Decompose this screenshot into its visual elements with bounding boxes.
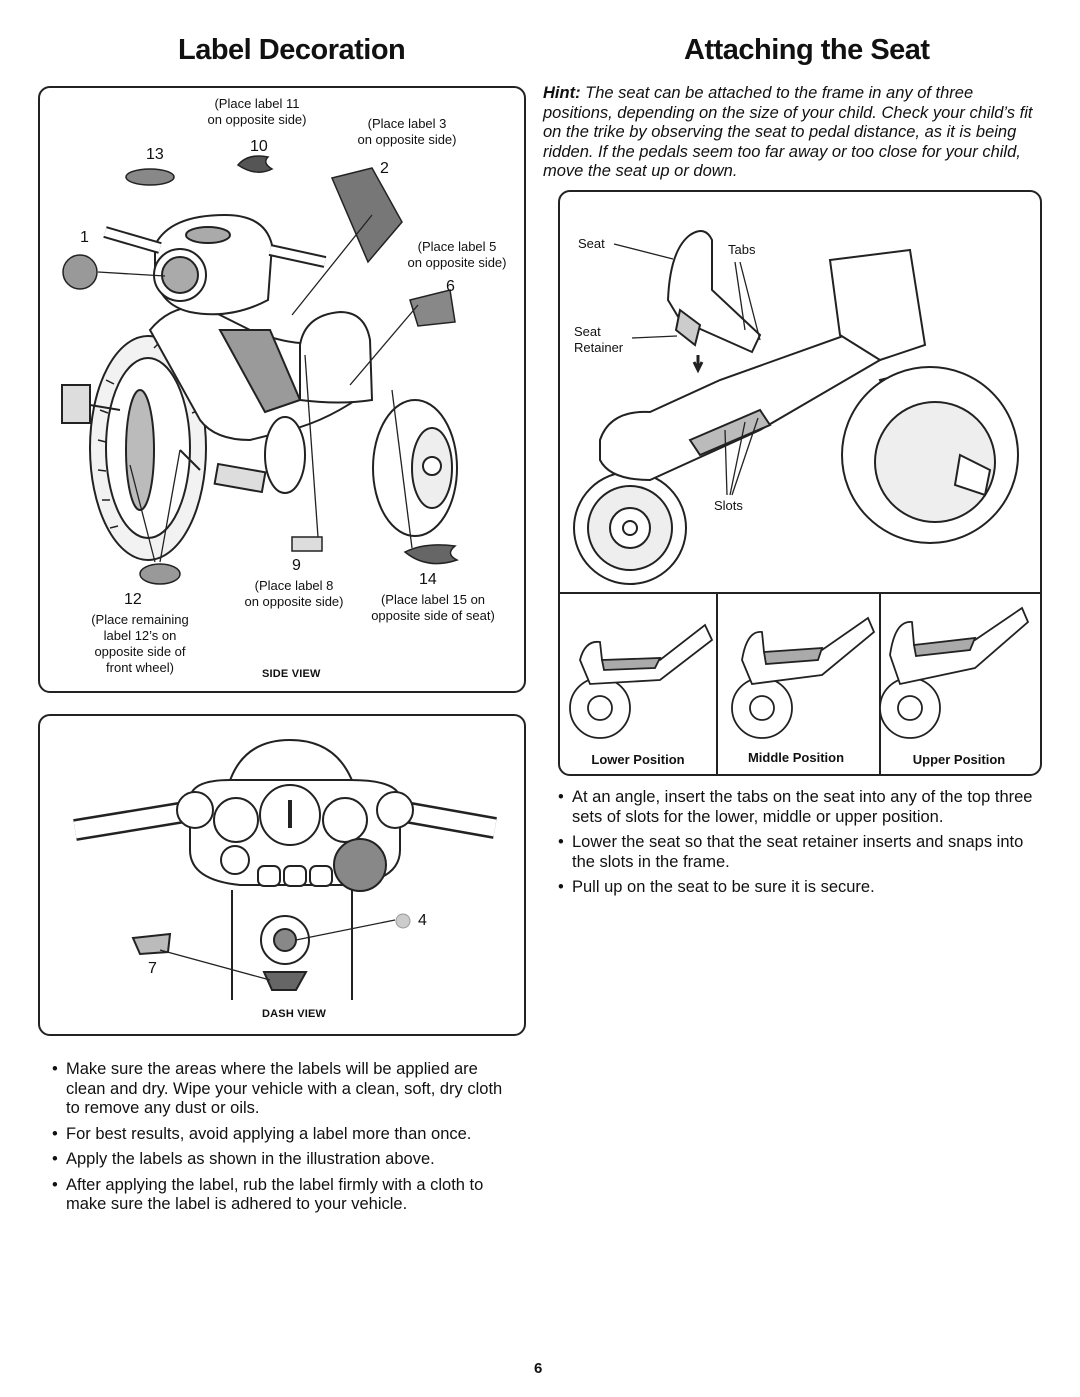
label-num-14: 14 — [419, 571, 437, 588]
label-num-2: 2 — [380, 160, 389, 177]
seat-instructions-list: At an angle, insert the tabs on the seat… — [558, 788, 1038, 904]
list-item: For best results, avoid applying a label… — [52, 1125, 512, 1145]
list-item: At an angle, insert the tabs on the seat… — [558, 788, 1038, 827]
side-view-leader-lines — [97, 214, 419, 563]
label-num-9: 9 — [292, 557, 301, 574]
lower-position-label: Lower Position — [591, 752, 685, 767]
hint-label: Hint: — [543, 84, 581, 102]
list-item: Lower the seat so that the seat retainer… — [558, 833, 1038, 872]
divider — [879, 592, 881, 774]
list-item: Apply the labels as shown in the illustr… — [52, 1150, 512, 1170]
label-num-4: 4 — [418, 912, 427, 929]
list-item: Make sure the areas where the labels wil… — [52, 1060, 512, 1119]
list-item: After applying the label, rub the label … — [52, 1176, 512, 1215]
label-num-6: 6 — [446, 278, 455, 295]
side-view-label-graphics — [62, 155, 459, 585]
label-num-1: 1 — [80, 229, 89, 246]
upper-position-sketch — [879, 606, 1030, 739]
middle-position-sketch — [731, 616, 876, 739]
dash-view-panel — [38, 714, 526, 1036]
seat-diagram-illustration — [573, 230, 1019, 585]
slots-callout: Slots — [714, 498, 743, 513]
dash-view-illustration — [73, 738, 497, 1000]
hint-paragraph: Hint: The seat can be attached to the fr… — [543, 84, 1033, 182]
divider — [716, 592, 718, 774]
seat-diagram-panel — [558, 190, 1042, 776]
divider — [558, 592, 1042, 594]
dash-view-leader-lines — [159, 919, 396, 981]
side-view-trike-illustration — [61, 213, 458, 561]
label-instructions-list: Make sure the areas where the labels wil… — [52, 1060, 512, 1221]
side-view-title: SIDE VIEW — [262, 668, 321, 680]
label-decoration-title: Label Decoration — [178, 34, 406, 66]
seat-callout: Seat — [578, 236, 605, 251]
page-number: 6 — [534, 1360, 543, 1377]
list-item: Pull up on the seat to be sure it is sec… — [558, 878, 1038, 898]
label-num-13: 13 — [146, 146, 164, 163]
middle-position-label: Middle Position — [747, 750, 845, 765]
upper-position-label: Upper Position — [912, 752, 1006, 767]
hint-text: The seat can be attached to the frame in… — [543, 84, 1033, 180]
tabs-callout: Tabs — [728, 242, 756, 257]
seat-diagram-leader-lines — [613, 243, 761, 496]
attaching-seat-title: Attaching the Seat — [684, 34, 930, 66]
label-num-10: 10 — [250, 138, 268, 155]
lower-position-sketch — [569, 623, 714, 739]
label-num-12: 12 — [124, 591, 142, 608]
label-num-7: 7 — [148, 960, 157, 977]
dash-view-title: DASH VIEW — [262, 1008, 327, 1020]
